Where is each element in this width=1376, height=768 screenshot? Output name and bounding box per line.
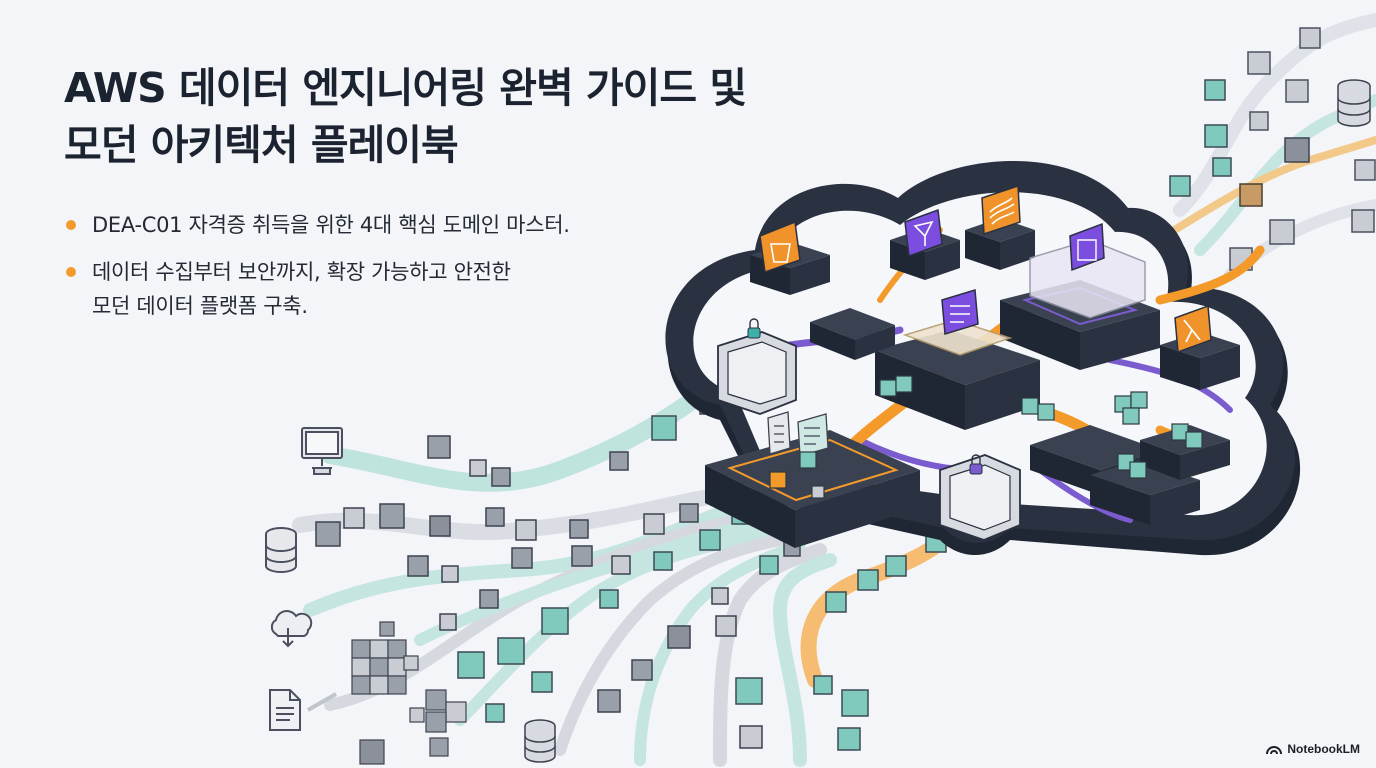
notebooklm-logo-icon: [1266, 746, 1283, 755]
bullet-item: 데이터 수집부터 보안까지, 확장 가능하고 안전한 모던 데이터 플랫폼 구축…: [66, 255, 570, 323]
page-title-line-2: 모던 아키텍처 플레이북: [64, 121, 459, 169]
platform-cubes: [769, 375, 1203, 499]
bullet-text: 데이터 수집부터 보안까지, 확장 가능하고 안전한 모던 데이터 플랫폼 구축…: [92, 255, 570, 323]
database-icon: [1337, 79, 1371, 127]
bullet-text: DEA-C01 자격증 취득을 위한 4대 핵심 도메인 마스터.: [92, 208, 570, 242]
database-icon: [524, 719, 556, 763]
athena-icon: [1069, 222, 1105, 272]
top-right-blocks: [1169, 27, 1376, 271]
lock-icon: [939, 454, 1021, 541]
brand-name: NotebookLM: [1287, 742, 1360, 756]
bullet-text-line: 모던 데이터 플랫폼 구축.: [92, 294, 308, 318]
bullet-text-line: 데이터 수집부터 보안까지, 확장 가능하고 안전한: [92, 260, 511, 284]
bullet-text-line: DEA-C01 자격증 취득을 위한 4대 핵심 도메인 마스터.: [92, 213, 570, 237]
document-icon: [269, 689, 337, 731]
kinesis-icon: [981, 184, 1021, 236]
database-icon: [265, 527, 297, 573]
bullet-dot-icon: [66, 220, 76, 230]
lock-icon: [717, 318, 797, 415]
s3-bucket-icon: [759, 220, 801, 274]
notebooklm-watermark: NotebookLM: [1266, 742, 1360, 756]
log-documents-icon: [767, 411, 829, 457]
bullet-list: DEA-C01 자격증 취득을 위한 4대 핵심 도메인 마스터. 데이터 수집…: [66, 208, 570, 336]
bullet-dot-icon: [66, 267, 76, 277]
lambda-icon: [1174, 304, 1212, 354]
page-title: AWS 데이터 엔지니어링 완벽 가이드 및 모던 아키텍처 플레이북: [64, 60, 747, 174]
cloud-icon: [270, 610, 313, 648]
page-title-line-1: AWS 데이터 엔지니어링 완벽 가이드 및: [64, 64, 747, 112]
glue-icon: [904, 208, 943, 258]
bullet-item: DEA-C01 자격증 취득을 위한 4대 핵심 도메인 마스터.: [66, 208, 570, 242]
monitor-icon: [301, 427, 343, 475]
redshift-icon: [941, 289, 979, 335]
block-cluster: [351, 621, 467, 765]
